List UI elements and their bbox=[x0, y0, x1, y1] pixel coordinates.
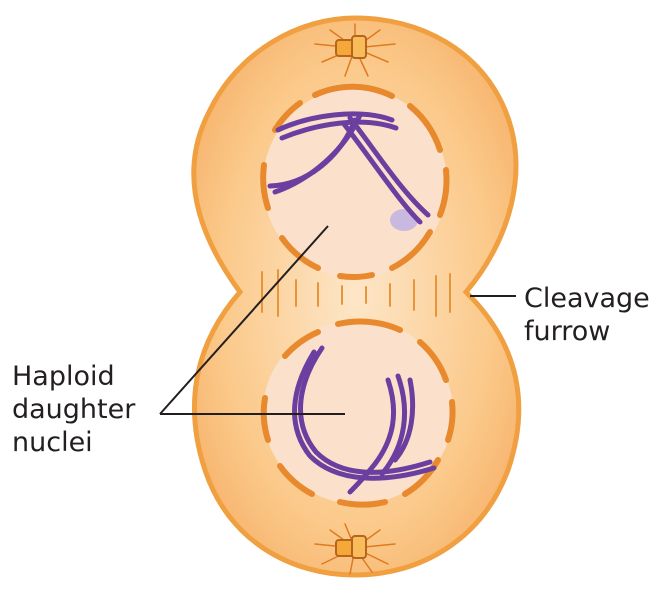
haploid-daughter-nuclei-label: Haploid daughter nuclei bbox=[12, 360, 135, 459]
top-daughter-nucleus bbox=[263, 87, 447, 278]
nuclei-label-line-1: Haploid bbox=[12, 360, 135, 393]
cleavage-furrow-label: Cleavage furrow bbox=[524, 282, 650, 348]
nuclei-label-line-3: nuclei bbox=[12, 426, 135, 459]
cleavage-furrow-label-line-2: furrow bbox=[524, 315, 650, 348]
cleavage-furrow-label-line-1: Cleavage bbox=[524, 282, 650, 315]
nuclei-label-line-2: daughter bbox=[12, 393, 135, 426]
bottom-daughter-nucleus bbox=[263, 320, 453, 505]
